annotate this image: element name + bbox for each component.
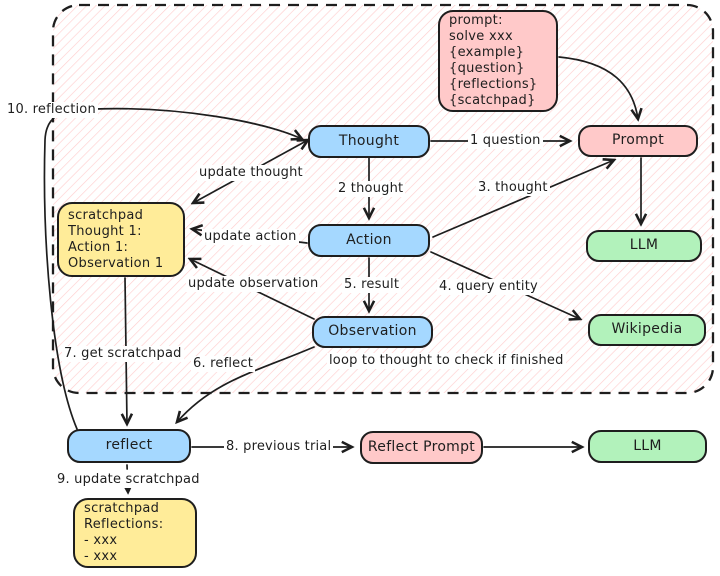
node-thought-label: Thought <box>338 132 400 149</box>
label-1-question: 1 question <box>468 133 543 149</box>
scratchpad-reflections-line: - xxx <box>84 533 118 548</box>
node-wikipedia: Wikipedia <box>588 314 706 346</box>
prompt-template-line: {reflections} <box>449 77 538 92</box>
label-9-update-scratchpad: 9. update scratchpad <box>55 472 202 488</box>
node-llm-top: LLM <box>586 230 702 262</box>
prompt-template-line: {scatchpad} <box>449 93 536 108</box>
scratchpad-trial-line: scratchpad <box>68 207 144 223</box>
label-update-thought: update thought <box>197 165 305 181</box>
node-reflect-label: reflect <box>105 437 153 454</box>
node-scratchpad-trial: scratchpad Thought 1: Action 1: Observat… <box>57 202 185 277</box>
label-4-query-entity: 4. query entity <box>437 279 540 295</box>
prompt-template-line: prompt: <box>449 13 503 28</box>
node-wikipedia-label: Wikipedia <box>611 321 683 338</box>
node-thought: Thought <box>308 125 430 158</box>
node-observation: Observation <box>312 316 433 348</box>
label-2-thought: 2 thought <box>336 181 406 197</box>
node-llm-bottom-label: LLM <box>633 437 662 454</box>
label-3-thought: 3. thought <box>476 180 550 196</box>
prompt-template-line: {question} <box>449 61 525 76</box>
label-7-get-scratchpad: 7. get scratchpad <box>62 346 184 362</box>
arrow-observation-to-reflect <box>177 346 315 422</box>
node-observation-label: Observation <box>328 323 417 340</box>
node-llm-bottom: LLM <box>588 430 707 463</box>
node-reflect-prompt: Reflect Prompt <box>360 431 483 464</box>
label-update-observation: update observation <box>186 276 321 292</box>
arrow-action-to-prompt <box>432 160 614 238</box>
arrow-reflect-to-thought <box>43 107 302 430</box>
node-action-label: Action <box>346 231 392 248</box>
node-prompt-template: prompt: solve xxx {example} {question} {… <box>438 10 558 112</box>
node-reflect: reflect <box>67 429 191 463</box>
scratchpad-reflections-line: - xxx <box>84 549 118 564</box>
node-llm-top-label: LLM <box>629 237 659 254</box>
node-reflect-prompt-label: Reflect Prompt <box>367 438 476 455</box>
label-10-reflection: 10. reflection <box>5 102 98 118</box>
node-action: Action <box>308 224 430 257</box>
arrow-promptspec-to-prompt <box>558 56 638 119</box>
label-8-previous-trial: 8. previous trial <box>224 439 334 455</box>
scratchpad-trial-line: Thought 1: <box>68 223 142 239</box>
label-6-reflect: 6. reflect <box>191 356 256 372</box>
label-5-result: 5. result <box>342 277 402 293</box>
label-loop-note: loop to thought to check if finished <box>327 353 566 369</box>
scratchpad-reflections-line: Reflections: <box>84 517 164 532</box>
node-prompt: Prompt <box>578 125 698 157</box>
scratchpad-reflections-line: scratchpad <box>84 501 160 516</box>
node-scratchpad-reflections: scratchpad Reflections: - xxx - xxx <box>73 498 197 568</box>
scratchpad-trial-line: Observation 1 <box>68 255 164 271</box>
scratchpad-trial-line: Action 1: <box>68 239 129 255</box>
prompt-template-line: {example} <box>449 45 525 60</box>
node-prompt-label: Prompt <box>611 132 665 149</box>
label-update-action: update action <box>202 229 299 245</box>
prompt-template-line: solve xxx <box>449 29 513 44</box>
